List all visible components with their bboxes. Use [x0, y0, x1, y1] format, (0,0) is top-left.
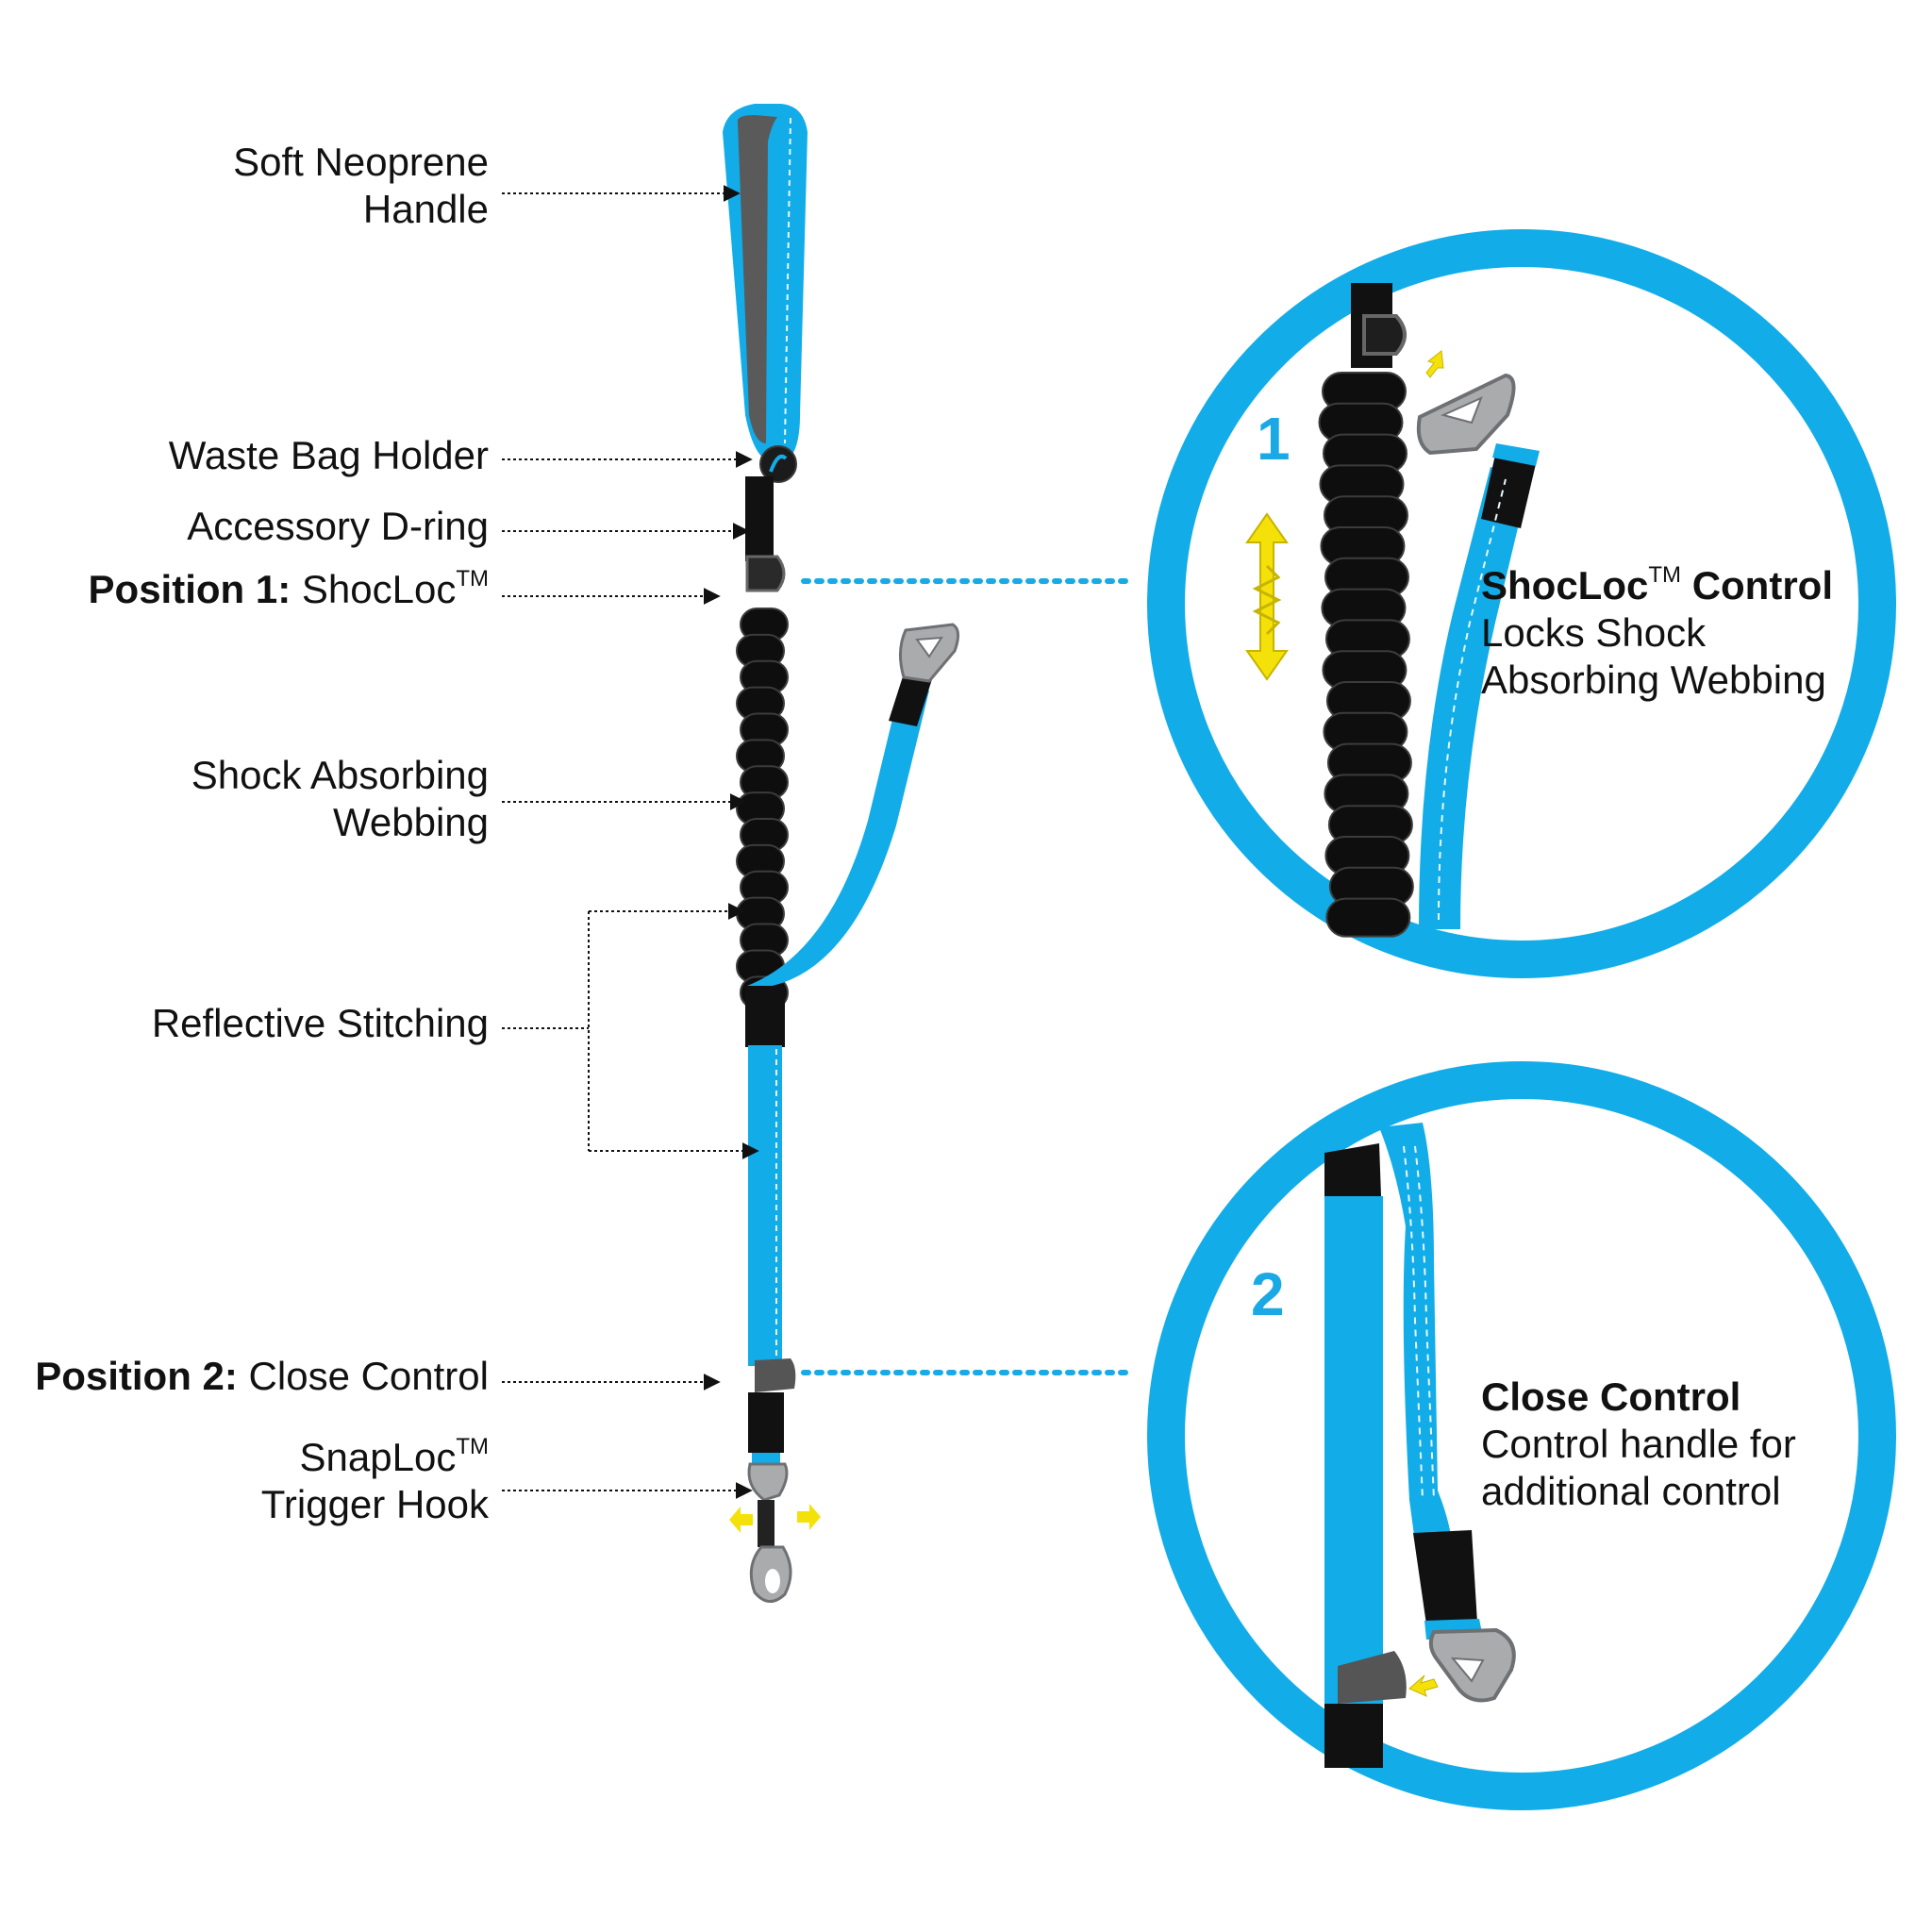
callout-2-line1: Control handle for	[1481, 1422, 1796, 1466]
label-soft-neoprene-handle: Soft Neoprene Handle	[233, 139, 489, 233]
label-accessory-d-ring: Accessory D-ring	[187, 503, 489, 550]
label-shock-line2: Webbing	[332, 800, 489, 844]
callout-text-1: ShocLocTM Control Locks Shock Absorbing …	[1481, 562, 1833, 704]
lower-leash	[748, 1045, 782, 1366]
upper-webbing	[745, 476, 774, 561]
callout-number-1: 1	[1257, 405, 1291, 473]
callout-2-line2: additional control	[1481, 1469, 1781, 1513]
label-shock-line1: Shock Absorbing	[191, 753, 489, 797]
callout-text-2: Close Control Control handle for additio…	[1481, 1374, 1796, 1515]
label-handle-line2: Handle	[362, 187, 489, 231]
branch-strap	[747, 674, 932, 989]
callout-1-title-suffix: Control	[1691, 563, 1833, 608]
label-position2-bold: Position 2:	[35, 1354, 238, 1398]
lower-black-band	[745, 986, 785, 1047]
label-position-1: Position 1: ShocLocTM	[89, 566, 489, 613]
callout-number-2: 2	[1251, 1260, 1285, 1328]
callout-1-line1: Locks Shock	[1481, 610, 1707, 655]
label-waste-bag-holder: Waste Bag Holder	[169, 432, 489, 479]
label-handle-line1: Soft Neoprene	[233, 140, 489, 184]
pointer-lines	[502, 185, 759, 1499]
label-waste-bag-text: Waste Bag Holder	[168, 433, 489, 477]
label-position2-text: Close Control	[248, 1354, 489, 1398]
snaploc-trigger-hook	[729, 1462, 821, 1603]
callout-1-line2: Absorbing Webbing	[1481, 658, 1826, 702]
circle-1-illustration	[1245, 283, 1540, 938]
label-reflective-stitching: Reflective Stitching	[152, 1000, 489, 1047]
shock-absorbing-webbing	[736, 608, 789, 1010]
label-position-2: Position 2: Close Control	[35, 1353, 489, 1400]
label-position1-text: ShocLoc	[301, 567, 457, 611]
label-shock-absorbing-webbing: Shock Absorbing Webbing	[192, 752, 489, 846]
label-snaploc-trigger-hook: SnapLocTM Trigger Hook	[261, 1434, 489, 1528]
accessory-d-ring	[745, 555, 786, 592]
label-snaploc-line1: SnapLoc	[299, 1435, 457, 1479]
callout-1-title-tm: TM	[1648, 562, 1682, 588]
circle-2-illustration	[1324, 1123, 1516, 1768]
callout-2-title: Close Control	[1481, 1374, 1741, 1419]
label-reflective-text: Reflective Stitching	[151, 1001, 489, 1045]
label-d-ring-text: Accessory D-ring	[187, 504, 489, 548]
leash-handle	[723, 104, 808, 462]
callout-1-title: ShocLoc	[1481, 563, 1649, 608]
label-snaploc-line2: Trigger Hook	[260, 1482, 489, 1526]
label-position1-bold: Position 1:	[88, 567, 291, 611]
label-position1-tm: TM	[456, 566, 489, 591]
waste-bag-holder	[759, 445, 797, 483]
label-snaploc-tm: TM	[456, 1434, 489, 1459]
branch-hook	[899, 623, 959, 683]
close-control-handle	[748, 1358, 796, 1453]
bungee-rib	[1325, 897, 1411, 938]
